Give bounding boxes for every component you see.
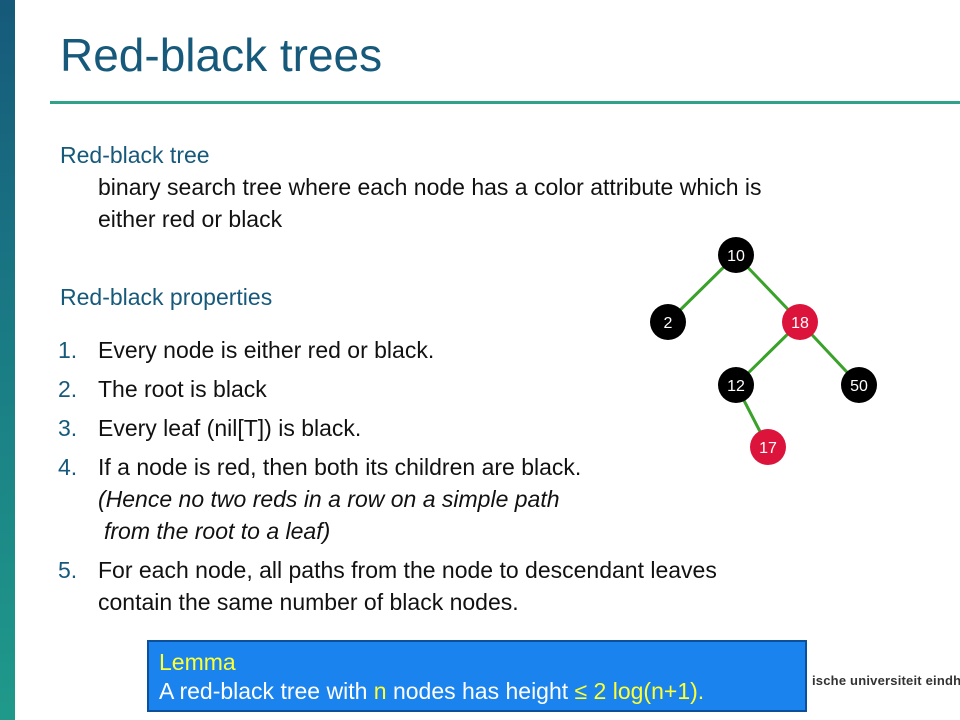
lemma-box: Lemma A red-black tree with n nodes has … — [147, 640, 807, 712]
tree-node-circle — [841, 367, 877, 403]
definition-heading: Red-black tree — [60, 142, 210, 168]
property-text: If a node is red, then both its children… — [98, 454, 582, 480]
property-item: 4. If a node is red, then both its child… — [58, 451, 838, 547]
tree-node-label: 17 — [759, 440, 777, 457]
property-item: 3. Every leaf (nil[T]) is black. — [58, 412, 838, 444]
lemma-text: A red-black tree with n nodes has height… — [159, 676, 795, 706]
tree-node-label: 18 — [791, 315, 809, 332]
property-number: 2. — [58, 376, 78, 402]
tree-node-label: 10 — [727, 248, 745, 265]
tree-node-circle — [718, 367, 754, 403]
tree-node-18: 18 — [782, 304, 818, 340]
tree-node-2: 2 — [650, 304, 686, 340]
tree-node-label: 12 — [727, 378, 745, 395]
property-note-line2: from the root to a leaf) — [104, 518, 331, 544]
tree-nodes: 10 2 18 12 50 17 — [650, 237, 877, 465]
tree-node-12: 12 — [718, 367, 754, 403]
tree-node-circle — [750, 429, 786, 465]
property-number: 3. — [58, 415, 78, 441]
tree-node-circle — [782, 304, 818, 340]
tree-node-label: 2 — [664, 315, 673, 332]
property-item: 2. The root is black — [58, 373, 838, 405]
lemma-title: Lemma — [159, 649, 236, 675]
property-text-line1: For each node, all paths from the node t… — [98, 557, 717, 583]
property-note-line1: (Hence no two reds in a row on a simple … — [98, 486, 560, 512]
property-item: 5. For each node, all paths from the nod… — [58, 554, 838, 618]
sidebar-stripe — [0, 0, 15, 720]
property-item: 1. Every node is either red or black. — [58, 334, 838, 366]
tree-edges — [666, 253, 861, 448]
property-text: Every node is either red or black. — [98, 337, 435, 363]
university-footer: ische universiteit eindhoven — [812, 673, 960, 688]
tree-node-circle — [718, 237, 754, 273]
properties-heading: Red-black properties — [60, 284, 273, 310]
lemma-variable: n — [373, 678, 387, 704]
property-number: 1. — [58, 337, 78, 363]
lemma-text-before: A red-black tree with — [159, 678, 374, 704]
tree-node-10: 10 — [718, 237, 754, 273]
lemma-bound: ≤ 2 log(n+1). — [574, 678, 705, 704]
property-text: The root is black — [98, 376, 267, 402]
tree-node-label: 50 — [850, 378, 868, 395]
page-title: Red-black trees — [60, 29, 383, 81]
tree-node-50: 50 — [841, 367, 877, 403]
tree-node-circle — [650, 304, 686, 340]
title-divider — [50, 101, 960, 104]
definition-text-line1: binary search tree where each node has a… — [98, 174, 762, 200]
tree-node-17: 17 — [750, 429, 786, 465]
red-black-tree-diagram: 10 2 18 12 50 17 — [650, 237, 877, 465]
property-text-line2: contain the same number of black nodes. — [98, 589, 519, 615]
definition-text-line2: either red or black — [98, 206, 283, 232]
lemma-text-middle: nodes has height — [386, 678, 575, 704]
properties-list: 1. Every node is either red or black. 2.… — [58, 334, 838, 625]
property-text: Every leaf (nil[T]) is black. — [98, 415, 362, 441]
property-number: 5. — [58, 557, 78, 583]
property-number: 4. — [58, 454, 78, 480]
